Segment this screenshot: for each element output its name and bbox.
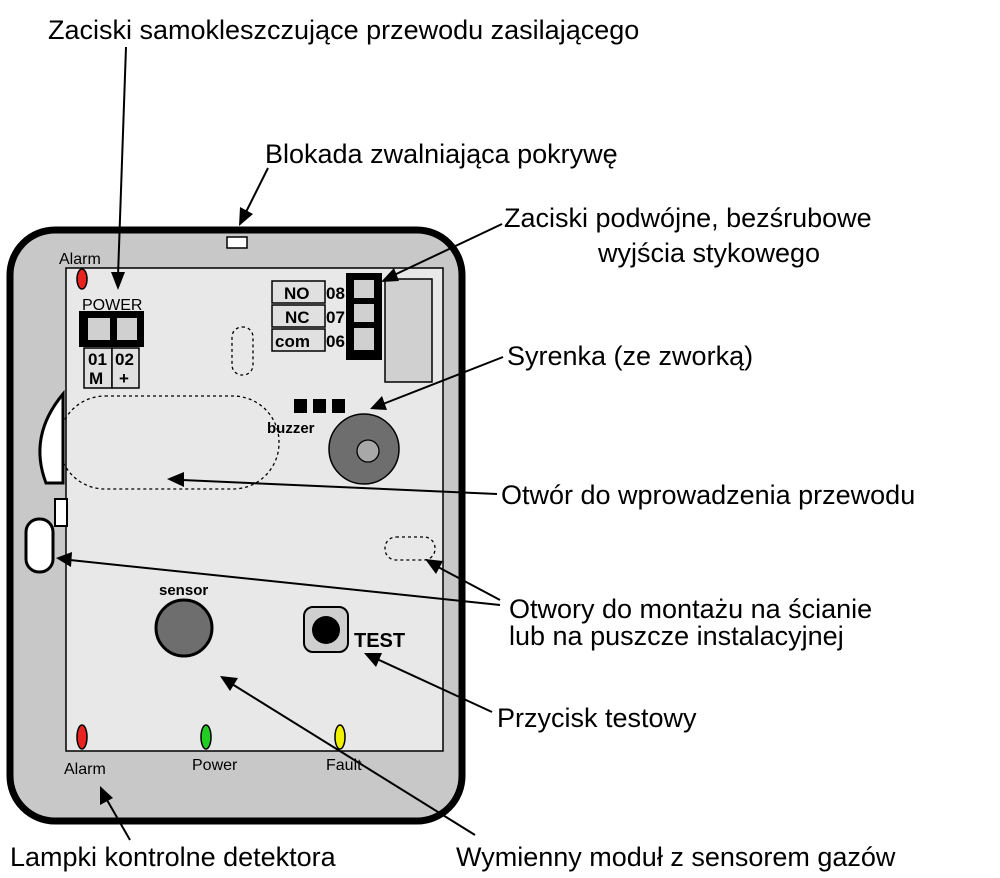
nc-label: NC bbox=[285, 308, 310, 327]
mount-hole-left bbox=[24, 517, 55, 574]
cable-entry-cutout bbox=[38, 389, 65, 485]
power-label: POWER bbox=[82, 297, 142, 314]
output-clamp-06 bbox=[354, 328, 374, 350]
output-clamp-07 bbox=[354, 304, 374, 322]
callout-cover-lock: Blokada zwalniająca pokrywę bbox=[265, 139, 618, 169]
callout-indicator-lamps: Lampki kontrolne detektora bbox=[10, 842, 337, 872]
jumper-pin-1 bbox=[294, 399, 307, 413]
jumper-pin-2 bbox=[313, 399, 326, 413]
com-label: com bbox=[275, 332, 310, 351]
buzzer-label: buzzer bbox=[267, 420, 315, 437]
callout-power-clamps: Zaciski samokleszczujące przewodu zasila… bbox=[48, 15, 639, 45]
num-07-label: 07 bbox=[326, 308, 345, 327]
jumper-pin-3 bbox=[332, 399, 345, 413]
cover-lock-slot bbox=[226, 236, 248, 249]
alarm-led-label: Alarm bbox=[64, 761, 106, 778]
no-box bbox=[271, 280, 326, 304]
num-08-label: 08 bbox=[326, 284, 345, 303]
term-m-label: M bbox=[89, 369, 103, 388]
term-01-box bbox=[83, 347, 113, 389]
callout-sensor-module: Wymienny moduł z sensorem gazów bbox=[456, 842, 896, 872]
power-clamp-02 bbox=[117, 318, 137, 340]
power-led-label: Power bbox=[192, 757, 238, 774]
term-01-label: 01 bbox=[88, 350, 107, 369]
no-label: NO bbox=[284, 284, 310, 303]
mount-notch bbox=[54, 498, 68, 527]
callout-mount-holes-1: Otwory do montażu na ścianie bbox=[509, 594, 872, 624]
num-06-label: 06 bbox=[326, 332, 345, 351]
alarm-top-label: Alarm bbox=[59, 251, 101, 268]
alarm-led bbox=[76, 724, 88, 750]
buzzer-center bbox=[356, 439, 380, 463]
callout-cable-entry: Otwór do wprowadzenia przewodu bbox=[501, 480, 915, 510]
callout-output-terminals-2: wyjścia stykowego bbox=[597, 238, 820, 268]
mount-hole-right bbox=[384, 536, 436, 561]
knockout-slot-top bbox=[231, 326, 254, 376]
output-clamp-08 bbox=[354, 280, 374, 298]
fault-led-label: Fault bbox=[326, 757, 362, 774]
test-label: TEST bbox=[354, 630, 405, 652]
callout-output-terminals-1: Zaciski podwójne, bezśrubowe bbox=[504, 203, 872, 233]
gas-sensor bbox=[154, 598, 214, 658]
sensor-label: sensor bbox=[159, 582, 208, 599]
term-02-box bbox=[111, 347, 140, 389]
relay bbox=[384, 278, 433, 383]
test-button-cap[interactable] bbox=[312, 616, 340, 644]
callout-test-button: Przycisk testowy bbox=[497, 703, 697, 733]
callout-siren: Syrenka (ze zworką) bbox=[507, 341, 753, 371]
cable-entry-opening bbox=[58, 395, 280, 490]
callout-mount-holes-2: lub na puszcze instalacyjnej bbox=[509, 621, 844, 651]
nc-box bbox=[271, 304, 326, 328]
leader-lines bbox=[56, 46, 504, 841]
term-plus-label: + bbox=[119, 369, 129, 388]
term-02-label: 02 bbox=[115, 350, 134, 369]
com-box bbox=[271, 328, 326, 352]
alarm-top-led bbox=[76, 268, 88, 290]
power-clamp-01 bbox=[88, 318, 110, 340]
power-led bbox=[200, 724, 212, 750]
fault-led bbox=[334, 724, 346, 750]
